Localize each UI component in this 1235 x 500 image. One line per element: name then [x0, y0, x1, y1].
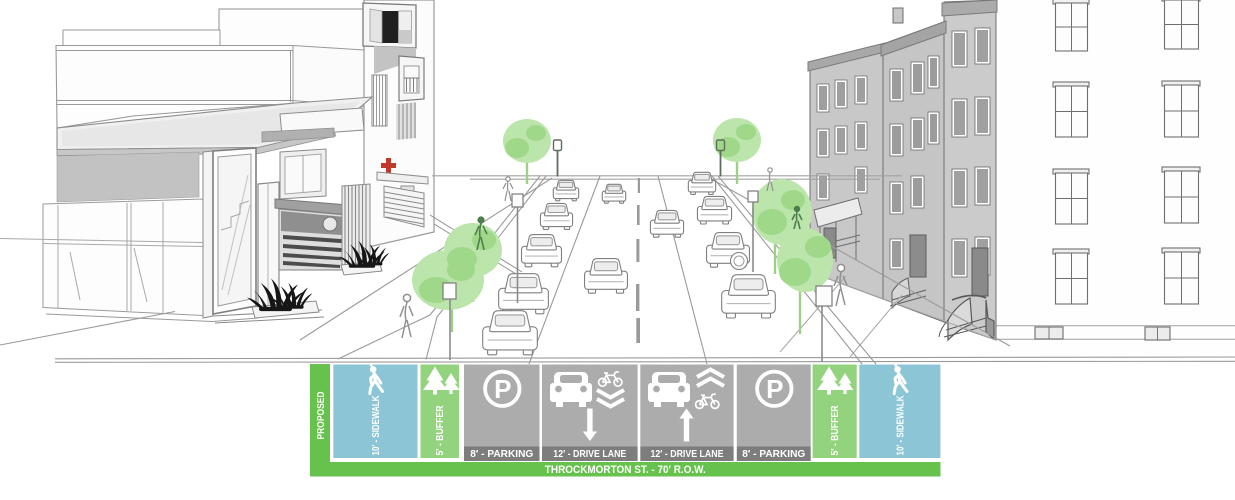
svg-text:PROPOSED: PROPOSED [316, 392, 327, 440]
svg-text:5′ - BUFFER: 5′ - BUFFER [830, 405, 841, 456]
svg-text:P: P [766, 374, 783, 404]
svg-text:10′ - SIDEWALK: 10′ - SIDEWALK [371, 395, 382, 456]
svg-text:8′ - PARKING: 8′ - PARKING [470, 449, 533, 460]
svg-text:12′ - DRIVE LANE: 12′ - DRIVE LANE [553, 449, 626, 460]
svg-text:P: P [494, 374, 511, 404]
svg-text:12′ - DRIVE LANE: 12′ - DRIVE LANE [651, 449, 724, 460]
svg-text:10′ - SIDEWALK: 10′ - SIDEWALK [895, 395, 906, 456]
svg-text:5′ - BUFFER: 5′ - BUFFER [435, 405, 446, 456]
svg-text:8′ - PARKING: 8′ - PARKING [742, 449, 805, 460]
svg-text:THROCKMORTON ST. - 70′ R.O.W.: THROCKMORTON ST. - 70′ R.O.W. [545, 464, 706, 476]
